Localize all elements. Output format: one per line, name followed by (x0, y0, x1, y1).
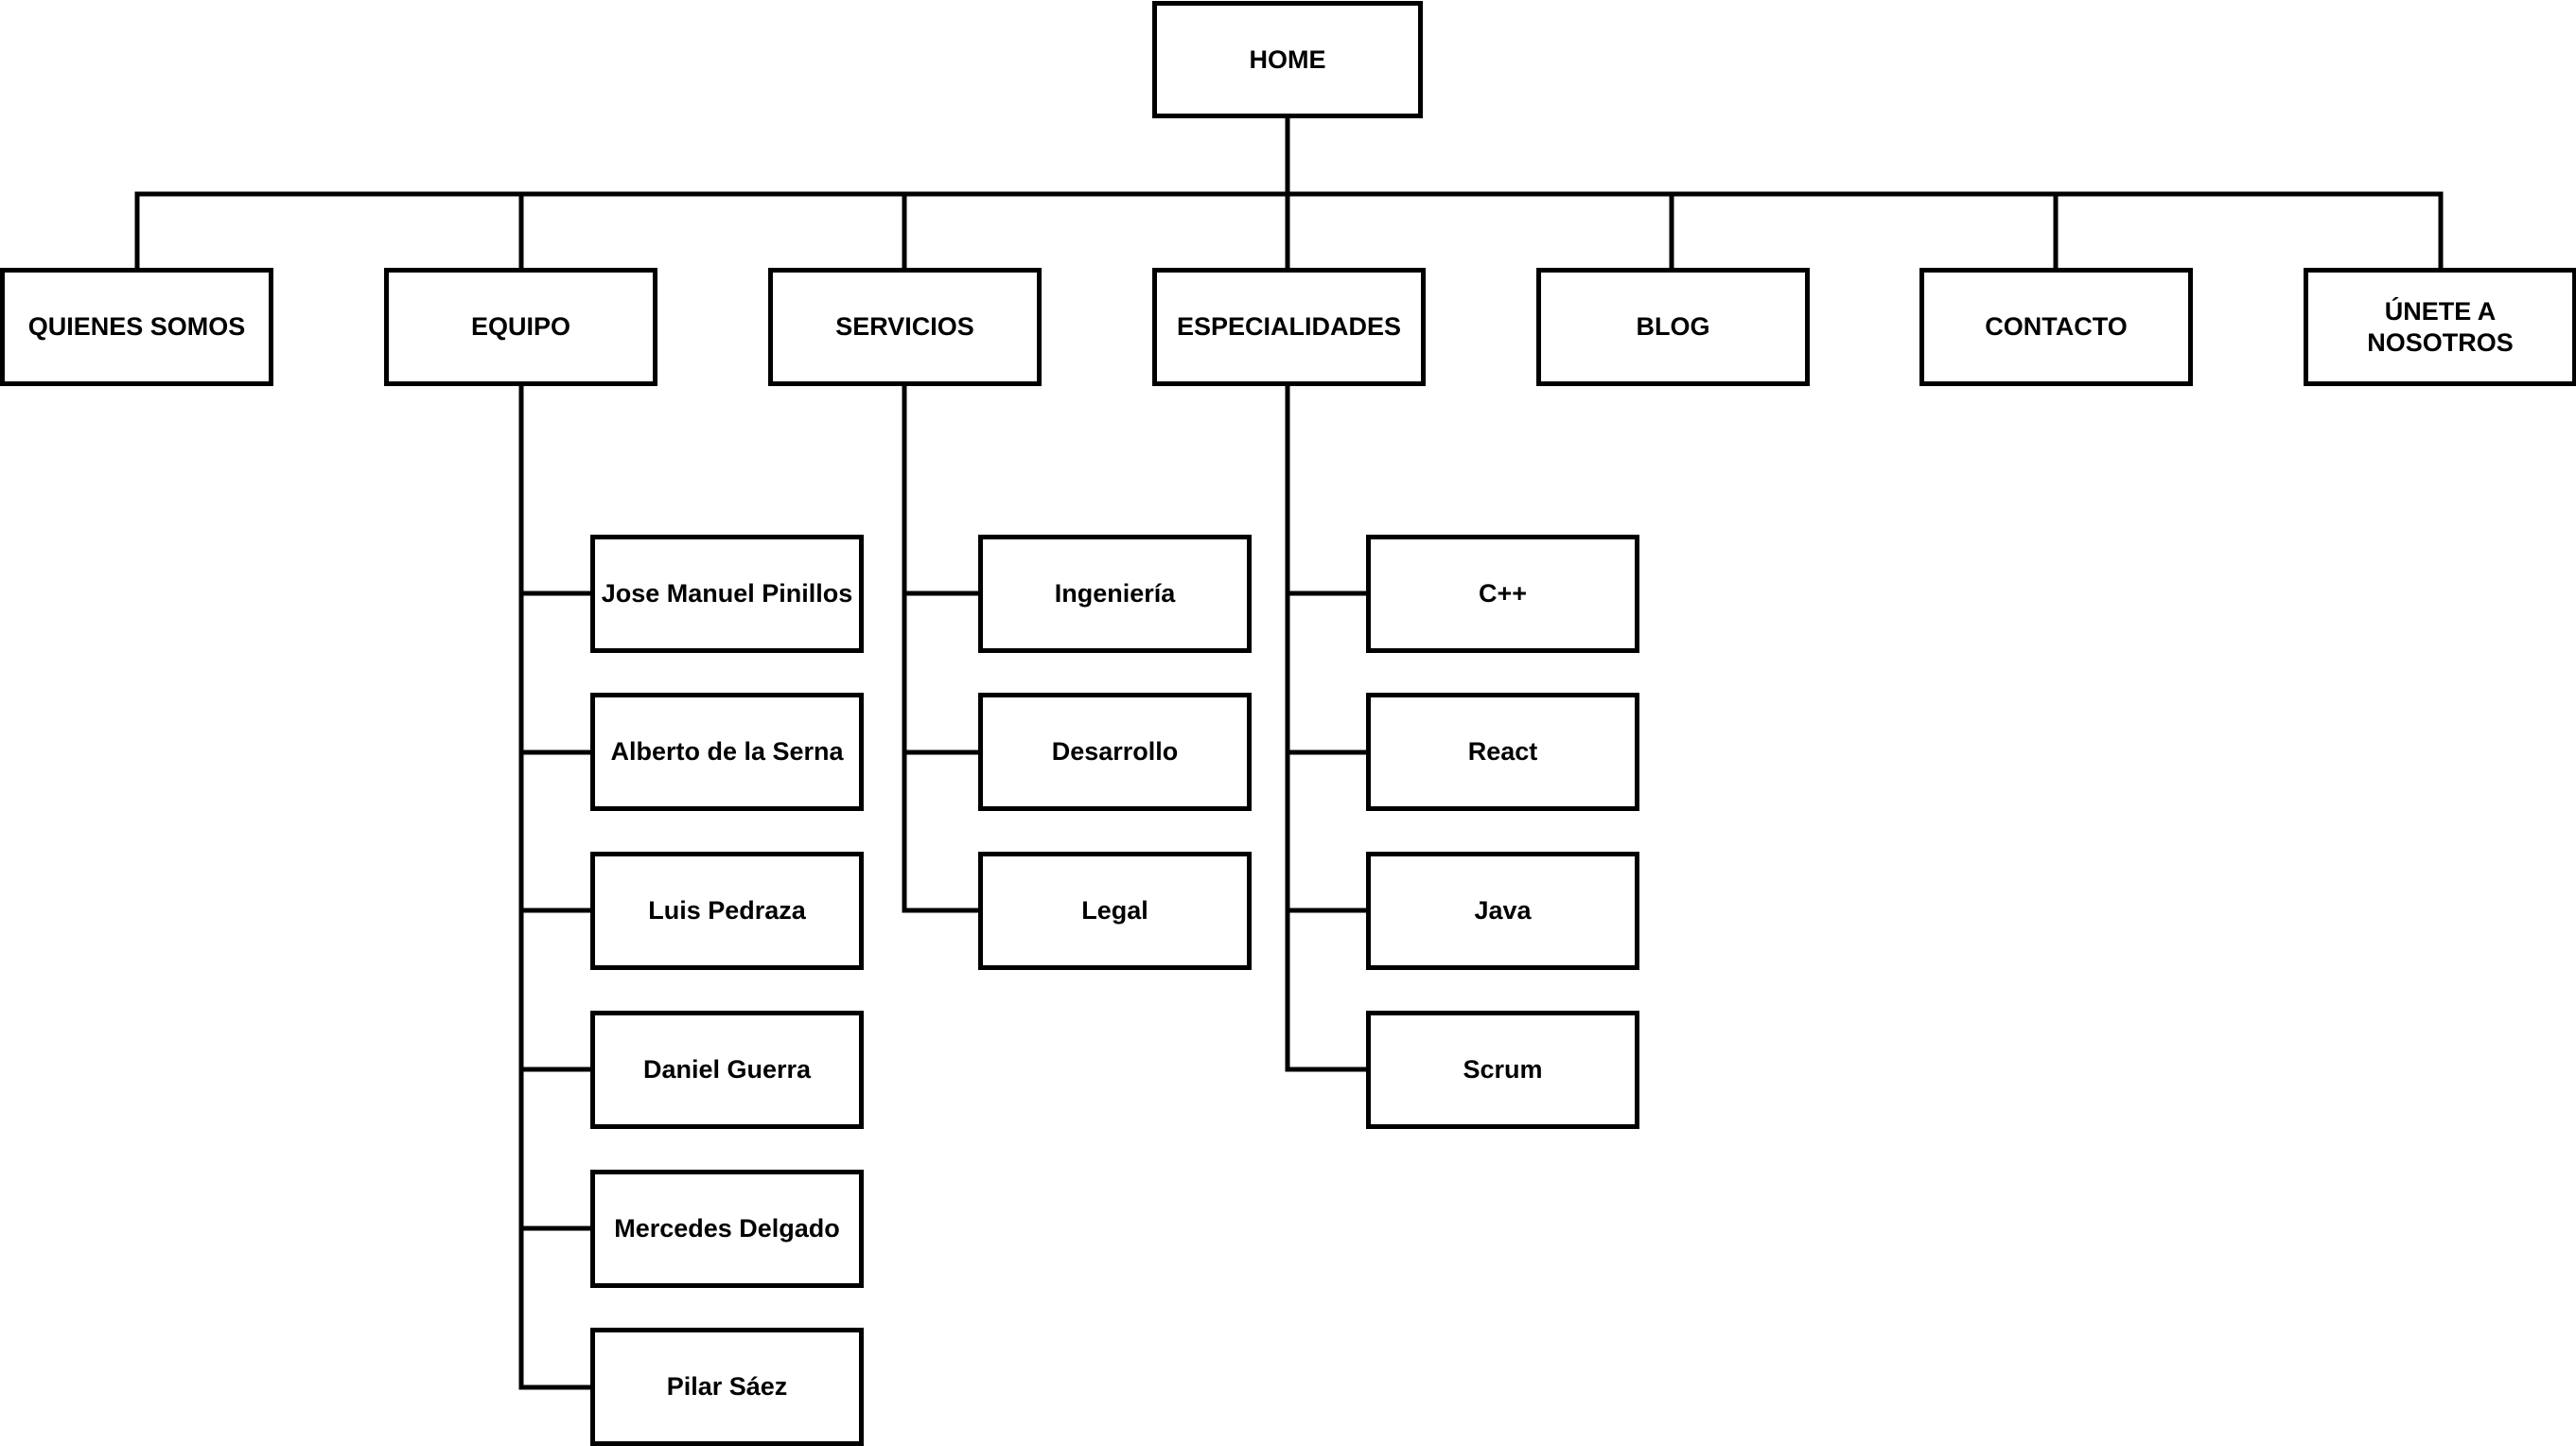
section-especialidades[interactable]: ESPECIALIDADES (1152, 268, 1426, 386)
especialidad-scrum[interactable]: Scrum (1366, 1011, 1639, 1129)
especialidad-java[interactable]: Java (1366, 852, 1639, 970)
section-unete-a-nosotros[interactable]: ÚNETE A NOSOTROS (2304, 268, 2576, 386)
equipo-member-jose-manuel-pinillos[interactable]: Jose Manuel Pinillos (590, 535, 864, 653)
equipo-member-alberto-de-la-serna[interactable]: Alberto de la Serna (590, 693, 864, 811)
home-node[interactable]: HOME (1152, 1, 1423, 118)
section-equipo[interactable]: EQUIPO (384, 268, 657, 386)
section-blog[interactable]: BLOG (1536, 268, 1810, 386)
equipo-member-luis-pedraza[interactable]: Luis Pedraza (590, 852, 864, 970)
servicio-legal[interactable]: Legal (978, 852, 1252, 970)
equipo-member-mercedes-delgado[interactable]: Mercedes Delgado (590, 1170, 864, 1288)
servicio-ingenieria[interactable]: Ingeniería (978, 535, 1252, 653)
especialidad-react[interactable]: React (1366, 693, 1639, 811)
servicio-desarrollo[interactable]: Desarrollo (978, 693, 1252, 811)
section-contacto[interactable]: CONTACTO (1919, 268, 2193, 386)
equipo-member-pilar-saez[interactable]: Pilar Sáez (590, 1328, 864, 1446)
especialidad-cpp[interactable]: C++ (1366, 535, 1639, 653)
section-servicios[interactable]: SERVICIOS (768, 268, 1042, 386)
section-quienes-somos[interactable]: QUIENES SOMOS (0, 268, 273, 386)
equipo-member-daniel-guerra[interactable]: Daniel Guerra (590, 1011, 864, 1129)
